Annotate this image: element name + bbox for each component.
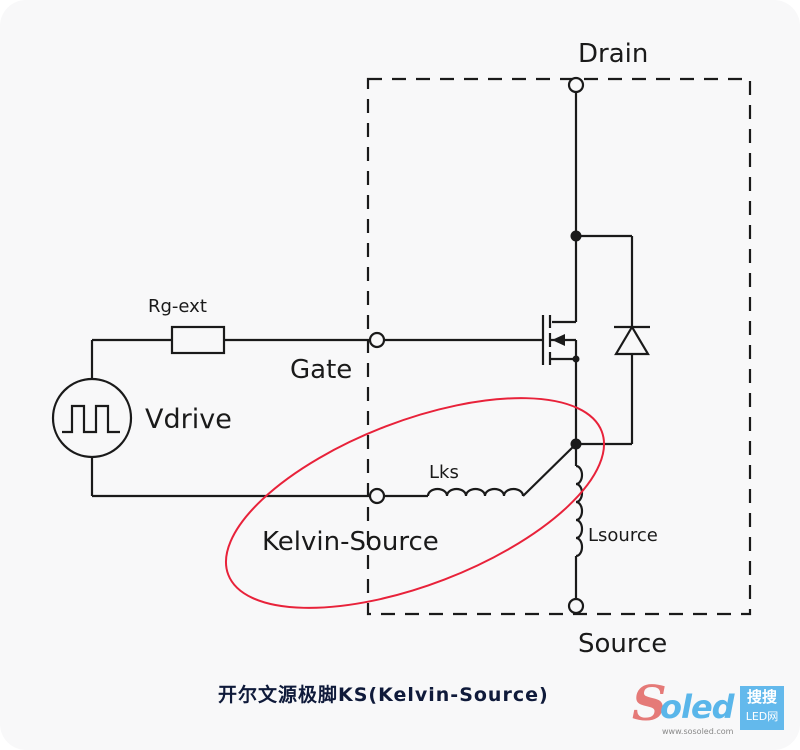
rg-ext-resistor-icon <box>170 325 226 355</box>
figure-caption: 开尔文源极脚KS(Kelvin-Source) <box>218 684 549 706</box>
kelvin-highlight-ellipse <box>224 397 606 609</box>
mosfet-source-dot <box>572 355 580 363</box>
logo-badge: 搜搜 LED网 <box>740 686 784 730</box>
lks-inductor-icon <box>385 443 577 498</box>
mosfet-arrow-icon <box>552 334 565 346</box>
lks-label: Lks <box>429 462 459 483</box>
drain-label: Drain <box>578 39 648 69</box>
gate-terminal <box>368 331 386 349</box>
logo-wordmark: oled <box>660 688 735 726</box>
drain-wire <box>552 92 634 327</box>
kelvin-source-label: Kelvin-Source <box>262 527 439 557</box>
kelvin-source-terminal <box>368 487 386 505</box>
logo-badge-cn: 搜搜 <box>746 688 777 706</box>
package-boundary <box>366 77 752 616</box>
lsource-label: Lsource <box>588 525 658 546</box>
vdrive-source-icon <box>51 377 133 459</box>
watermark-logo: S oled 搜搜 LED网 www.sosoled.com <box>632 676 784 742</box>
logo-url: www.sosoled.com <box>662 727 734 736</box>
source-label: Source <box>578 629 667 659</box>
mosfet-icon <box>385 315 578 444</box>
vdrive-label: Vdrive <box>145 404 232 435</box>
drain-terminal <box>567 76 585 94</box>
lsource-inductor-icon <box>574 444 584 600</box>
gate-label: Gate <box>290 355 352 385</box>
body-diode-icon <box>576 324 650 446</box>
source-terminal <box>567 597 585 615</box>
rg-ext-label: Rg-ext <box>148 296 207 317</box>
drive-loop-wire <box>90 338 370 498</box>
logo-badge-en: LED网 <box>745 710 779 723</box>
logo-s-letter: S <box>632 676 667 732</box>
drain-junction <box>570 230 582 242</box>
